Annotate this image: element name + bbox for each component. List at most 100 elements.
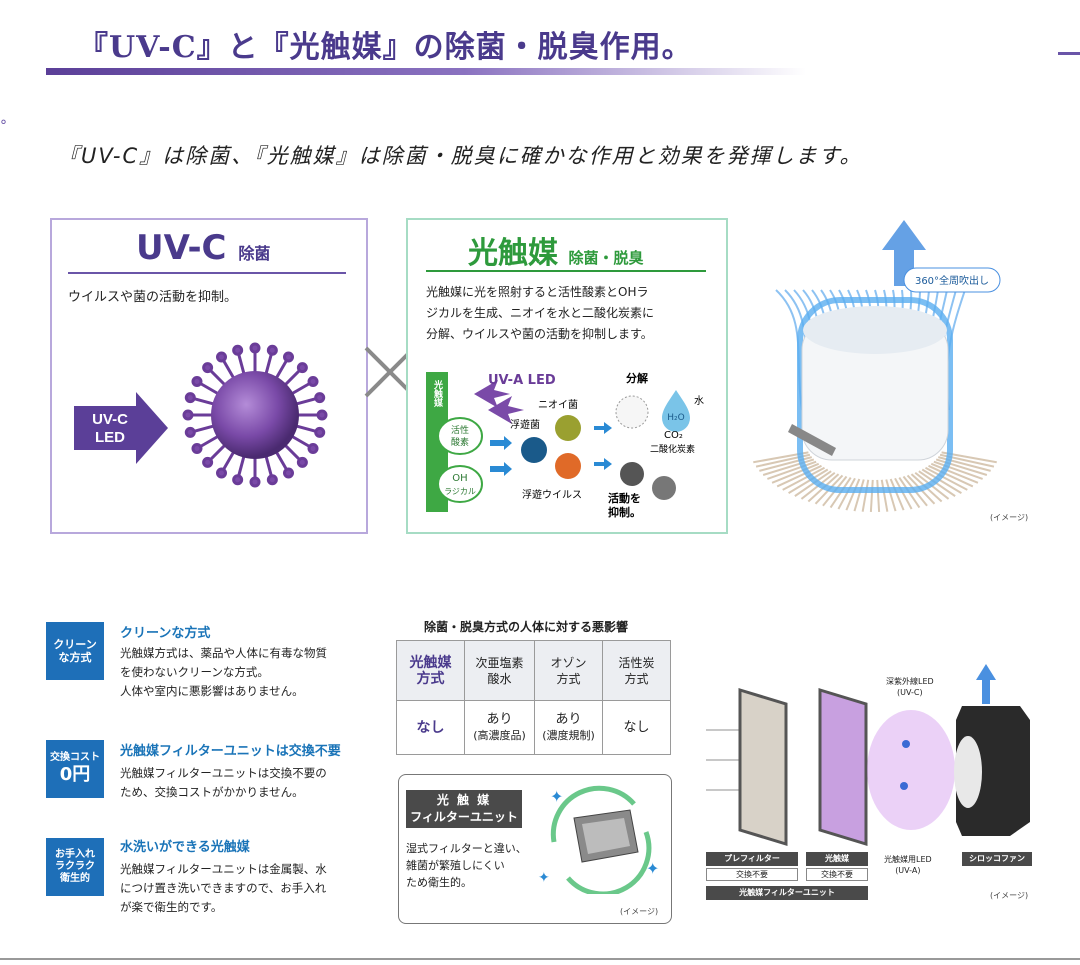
photocatalyst-diagram: 光触媒 UV-A LED 活性 酸素 OH ラジカル 浮遊菌 ニオイ菌 浮遊ウイ…	[426, 371, 704, 519]
uvc-title-sub: 除菌	[238, 244, 271, 263]
virus-spike-tip	[202, 362, 214, 374]
oh-radical-label2: ラジカル	[444, 487, 476, 496]
pc-title-main: 光触媒	[468, 236, 558, 271]
ray-line	[918, 470, 956, 497]
ray-line	[788, 468, 829, 494]
corner-mark	[1058, 52, 1080, 55]
table-cell: なし	[396, 700, 465, 755]
virus-spike-tip	[314, 392, 326, 404]
exploded-view-illustration	[706, 664, 1030, 847]
uva-arrow-icon	[488, 396, 524, 424]
ray-line	[930, 462, 979, 484]
uvc-arrow-line1: UV-C	[92, 411, 128, 428]
feature-line: 人体や室内に悪影響はありません。	[120, 684, 304, 698]
filter-label-line: フィルターユニット	[410, 810, 518, 824]
filter-cartridge-face	[582, 818, 630, 854]
virus-spike	[282, 368, 302, 388]
ex-line: 光触媒用LED	[884, 855, 932, 864]
prefilter-note: 交換不要	[706, 868, 798, 881]
intro-text: 『UV-C』は除菌、『光触媒』は除菌・脱臭に確かな作用と効果を発揮します。	[58, 144, 863, 168]
pc-card-title: 光触媒 除菌・脱臭	[468, 228, 643, 272]
oh-radical-bubble	[437, 465, 483, 503]
feature-line: 光触媒フィルターユニットは交換不要の	[120, 766, 327, 780]
clean-method-badge: クリーン な方式	[46, 622, 104, 680]
pc-title-sub: 除菌・脱臭	[568, 249, 644, 267]
badge-line: クリーン	[53, 637, 97, 651]
uvc-card-rule	[68, 272, 346, 274]
decompose-bubble	[615, 395, 649, 429]
virus-spike-tip	[191, 443, 203, 454]
ex-line: 深紫外線LED	[886, 677, 934, 686]
ray-line	[767, 460, 817, 480]
uva-led-label: 光触媒用LED (UV-A)	[884, 854, 932, 876]
table-header-cell: 光触媒方式	[396, 640, 465, 701]
badge-line: 交換コスト	[50, 752, 100, 764]
uvc-led-label: 深紫外線LED (UV-C)	[886, 676, 934, 698]
photocatalyst-note: 交換不要	[806, 868, 868, 881]
virus-spike-tip	[202, 456, 214, 468]
feature-text: 光触媒方式は、薬品や人体に有毒な物質 を使わないクリーンな方式。 人体や室内に悪…	[120, 644, 327, 701]
filter-desc-line: ため衛生的。	[406, 876, 472, 889]
virus-spike-tip	[296, 362, 308, 374]
table-header-cell: 次亜塩素酸水	[464, 640, 535, 701]
uvc-card: UV-C 除菌 ウイルスや菌の活動を抑制。	[50, 218, 368, 534]
pc-card-text: 光触媒に光を照射すると活性酸素とOHラ ジカルを生成、ニオイを水と二酸化炭素に …	[426, 282, 654, 345]
flow-arrow-icon	[490, 436, 512, 450]
uvc-card-text: ウイルスや菌の活動を抑制。	[68, 290, 238, 305]
oh-radical-label1: OH	[452, 473, 467, 484]
360-badge	[903, 267, 1001, 293]
table-cell: あり(高濃度品)	[464, 700, 535, 755]
virus-spike-tip	[182, 409, 194, 421]
sparkle-icon: ✦	[550, 787, 563, 806]
uva-led-label: UV-A LED	[488, 373, 556, 388]
co2-name-label: 二酸化炭素	[650, 443, 695, 455]
odor-bacteria-icon	[555, 415, 581, 441]
suppress-label1: 活動を	[608, 491, 641, 505]
ray-line	[794, 470, 832, 497]
ray-line	[845, 478, 861, 511]
virus-spike-tip	[249, 476, 261, 488]
flow-arrow-icon	[594, 458, 612, 470]
fan-inlet	[954, 736, 982, 808]
ray-line	[933, 460, 983, 480]
virus-spike-tip	[266, 474, 278, 486]
feature-text: 光触媒フィルターユニットは金属製、水 につけ置き洗いできますので、お手入れ が楽…	[120, 860, 327, 917]
virus-spike	[208, 368, 228, 388]
fan-exhaust-arrow-icon	[976, 664, 996, 704]
filter-unit-description: 湿式フィルターと違い、 雑菌が繁殖しにくい ため衛生的。	[406, 840, 527, 891]
flow-arrow-icon	[490, 462, 512, 476]
feature-line: につけ置き洗いできますので、お手入れ	[120, 881, 327, 895]
ray-line	[889, 478, 905, 511]
ray-line	[894, 477, 913, 510]
prefilter-tag: プレフィルター	[706, 852, 798, 866]
virus-spike	[221, 358, 237, 382]
virus-icon	[182, 342, 328, 488]
cycle-arrow-icon	[550, 785, 636, 843]
uvc-title-main: UV-C	[136, 228, 227, 268]
virus-small-icon	[555, 453, 581, 479]
feature-line: 光触媒フィルターユニットは金属製、水	[120, 862, 327, 876]
virus-spike-tip	[216, 351, 227, 363]
filter-unit-box	[398, 774, 672, 924]
virus-spike-tip	[266, 344, 278, 356]
active-oxygen-label2: 酸素	[451, 436, 469, 448]
uva-arrow-icon	[474, 380, 510, 408]
table-cell: あり(濃度規制)	[534, 700, 603, 755]
virus-spike	[273, 358, 289, 382]
filter-unit-tag: 光触媒フィルターユニット	[706, 886, 868, 900]
feature-line: が楽で衛生的です。	[120, 900, 223, 914]
bottom-rule	[0, 958, 1080, 960]
ray-line	[853, 479, 865, 512]
title-underline	[46, 68, 806, 75]
impact-table: 光触媒方式 次亜塩素酸水 オゾン方式 活性炭方式 なし あり(高濃度品) あり(…	[396, 640, 671, 755]
ex-line: (UV-C)	[897, 688, 923, 697]
flow-arrow-icon	[594, 422, 612, 434]
easy-care-badge: お手入れ ラクラク 衛生的	[46, 838, 104, 896]
badge-line: ラクラク	[55, 861, 95, 872]
purifier-caption: (イメージ)	[990, 513, 1029, 522]
active-oxygen-bubble	[437, 417, 483, 455]
ray-line	[876, 479, 881, 513]
virus-spike-tip	[249, 342, 261, 354]
badge-line: 0円	[59, 764, 91, 786]
sirocco-fan-tag: シロッコファン	[962, 852, 1032, 866]
